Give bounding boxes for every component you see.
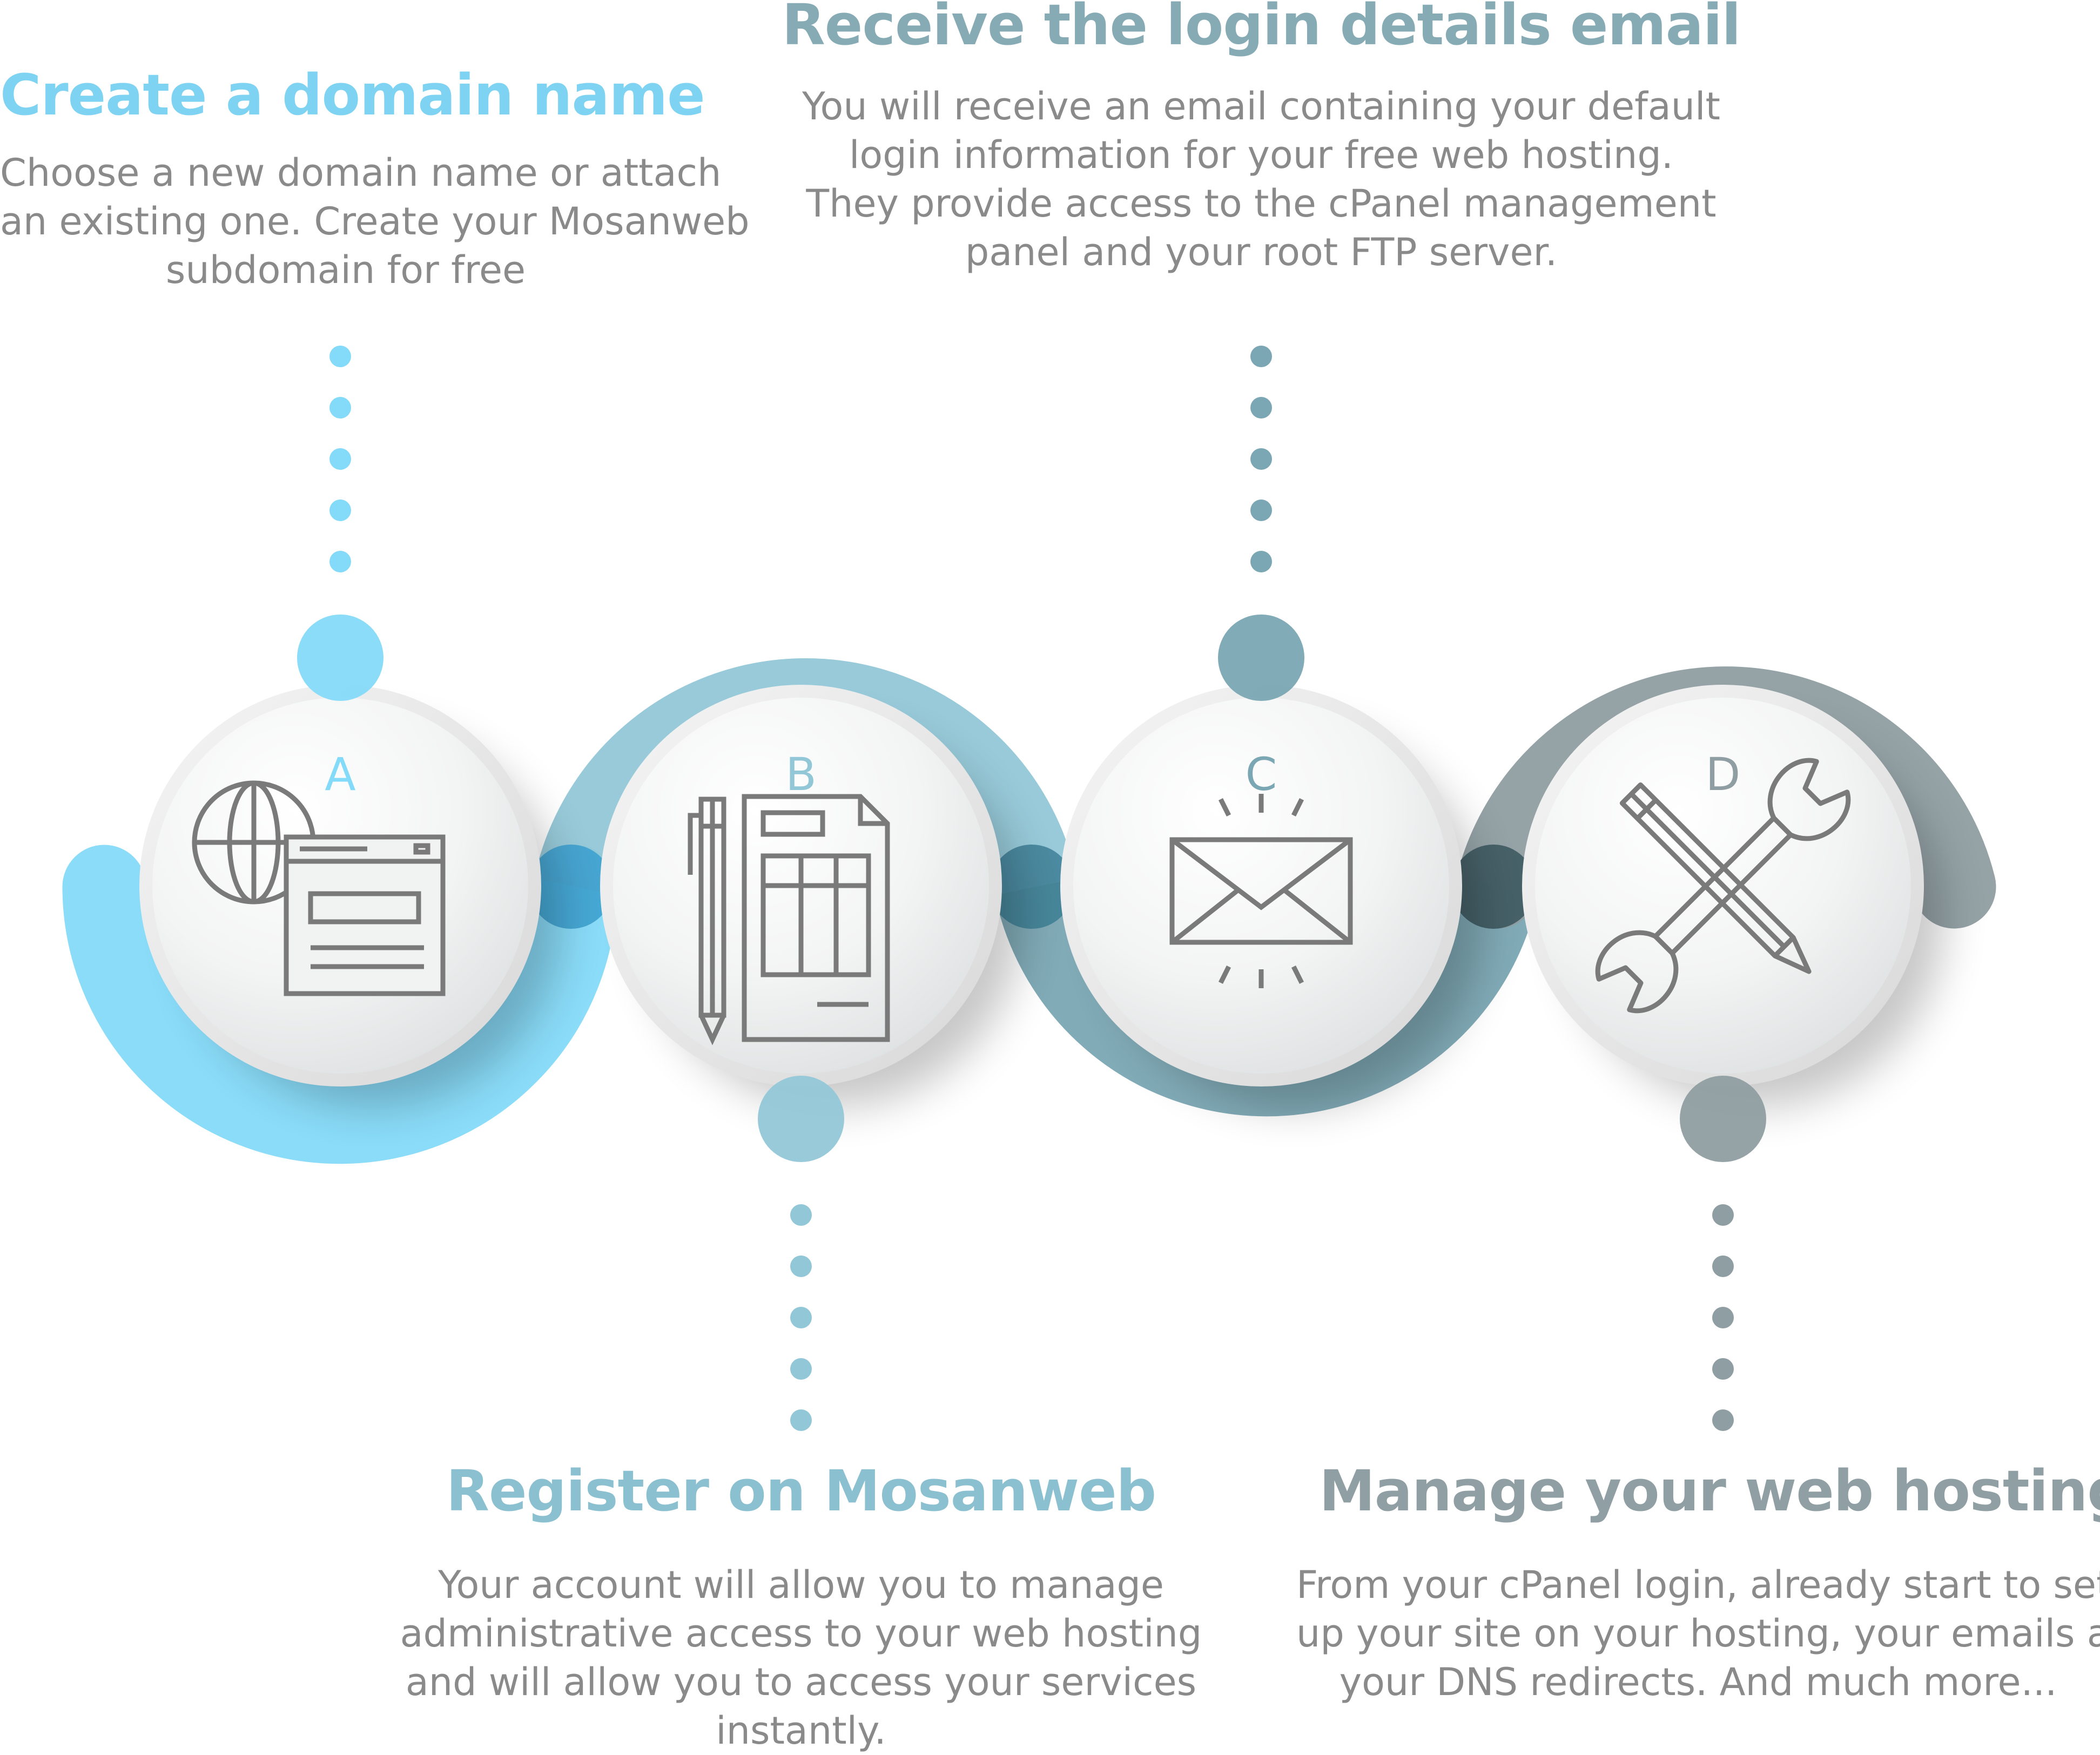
- envelope-icon: [1169, 794, 1353, 988]
- connector-dot: [1250, 448, 1272, 470]
- dots-a: [329, 346, 351, 572]
- dots-c: [1250, 346, 1272, 572]
- step-circle-b: B: [600, 685, 1022, 1107]
- wrench-pencil-icon: [1595, 758, 1851, 1014]
- connector-dot: [1712, 1256, 1734, 1277]
- connector-dot: [1712, 1409, 1734, 1431]
- knob-d: [1680, 1076, 1766, 1162]
- connector-dot: [329, 397, 351, 418]
- step-c-description: You will receive an email containing you…: [802, 84, 1720, 274]
- step-letter-d: D: [1706, 748, 1741, 801]
- connector-dot: [1250, 551, 1272, 572]
- globe-browser-icon: [192, 780, 446, 996]
- connector-dot: [1712, 1307, 1734, 1328]
- connector-dot: [790, 1409, 812, 1431]
- connector-dot: [329, 500, 351, 521]
- arc-a: [62, 845, 617, 1164]
- dots-d: [1712, 1204, 1734, 1431]
- step-letter-b: B: [785, 748, 817, 801]
- connector-dot: [1250, 500, 1272, 521]
- step-d-description: From your cPanel login, already start to…: [1296, 1563, 2100, 1704]
- step-c-title: Receive the login details email: [782, 0, 1741, 58]
- step-circle-a: A: [139, 685, 562, 1107]
- knob-a: [297, 615, 383, 701]
- step-circle-c: C: [1060, 685, 1483, 1107]
- step-letter-c: C: [1246, 748, 1277, 801]
- connector-dot: [329, 346, 351, 367]
- knob-c: [1218, 615, 1304, 701]
- connector-dot: [790, 1358, 812, 1380]
- step-a-description: Choose a new domain name or attach an ex…: [0, 151, 750, 292]
- connector-dot: [1250, 346, 1272, 367]
- step-letter-a: A: [325, 748, 355, 801]
- step-circle-d: D: [1522, 685, 1944, 1107]
- step-d-title: Manage your web hosting: [1319, 1458, 2100, 1524]
- connector-dot: [1250, 397, 1272, 418]
- connector-dot: [1712, 1204, 1734, 1226]
- connector-dot: [1712, 1358, 1734, 1380]
- connector-dot: [329, 551, 351, 572]
- step-b-title: Register on Mosanweb: [446, 1458, 1156, 1524]
- connector-dot: [790, 1307, 812, 1328]
- step-a-title: Create a domain name: [0, 62, 705, 128]
- connector-dot: [790, 1204, 812, 1226]
- step-b-description: Your account will allow you to manage ad…: [400, 1563, 1202, 1753]
- pen-document-icon: [688, 794, 890, 1045]
- connector-dot: [329, 448, 351, 470]
- knob-b: [758, 1076, 844, 1162]
- dots-b: [790, 1204, 812, 1431]
- connector-dot: [790, 1256, 812, 1277]
